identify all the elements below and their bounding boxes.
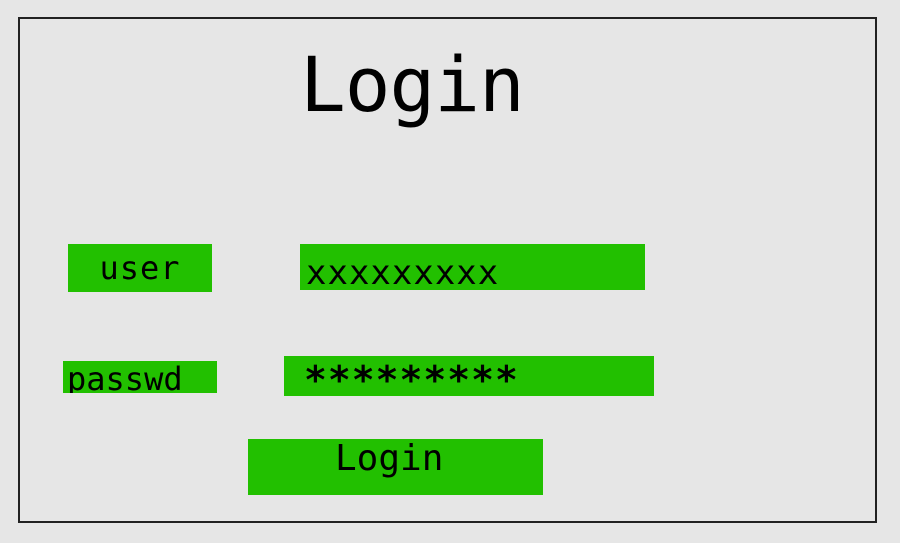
password-label: passwd <box>63 361 217 393</box>
user-input[interactable]: xxxxxxxxx <box>300 244 645 290</box>
user-label: user <box>68 244 212 292</box>
password-input[interactable]: ********* <box>284 356 654 396</box>
login-button[interactable]: Login <box>248 439 543 495</box>
page-title: Login <box>300 40 525 129</box>
